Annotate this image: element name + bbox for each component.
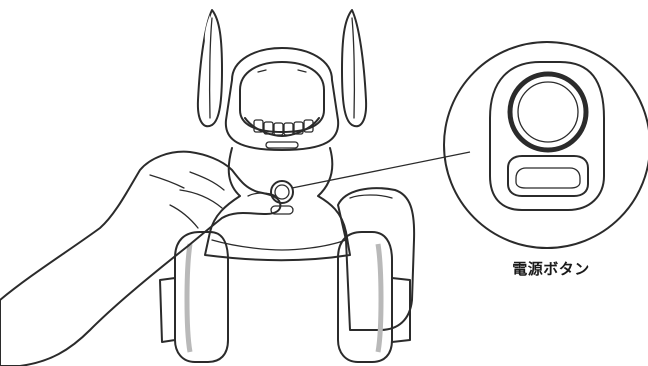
right-wheel-housing bbox=[338, 188, 414, 330]
left-wheel bbox=[160, 232, 228, 362]
right-ear bbox=[342, 10, 366, 126]
power-button-zoom-icon bbox=[444, 42, 648, 248]
robot-illustration bbox=[160, 10, 414, 362]
mouth-grille bbox=[245, 118, 319, 136]
robot-head bbox=[226, 48, 338, 150]
callout-label: 電源ボタン bbox=[486, 258, 616, 279]
callout-leader-line bbox=[292, 152, 470, 188]
left-ear bbox=[198, 10, 222, 126]
